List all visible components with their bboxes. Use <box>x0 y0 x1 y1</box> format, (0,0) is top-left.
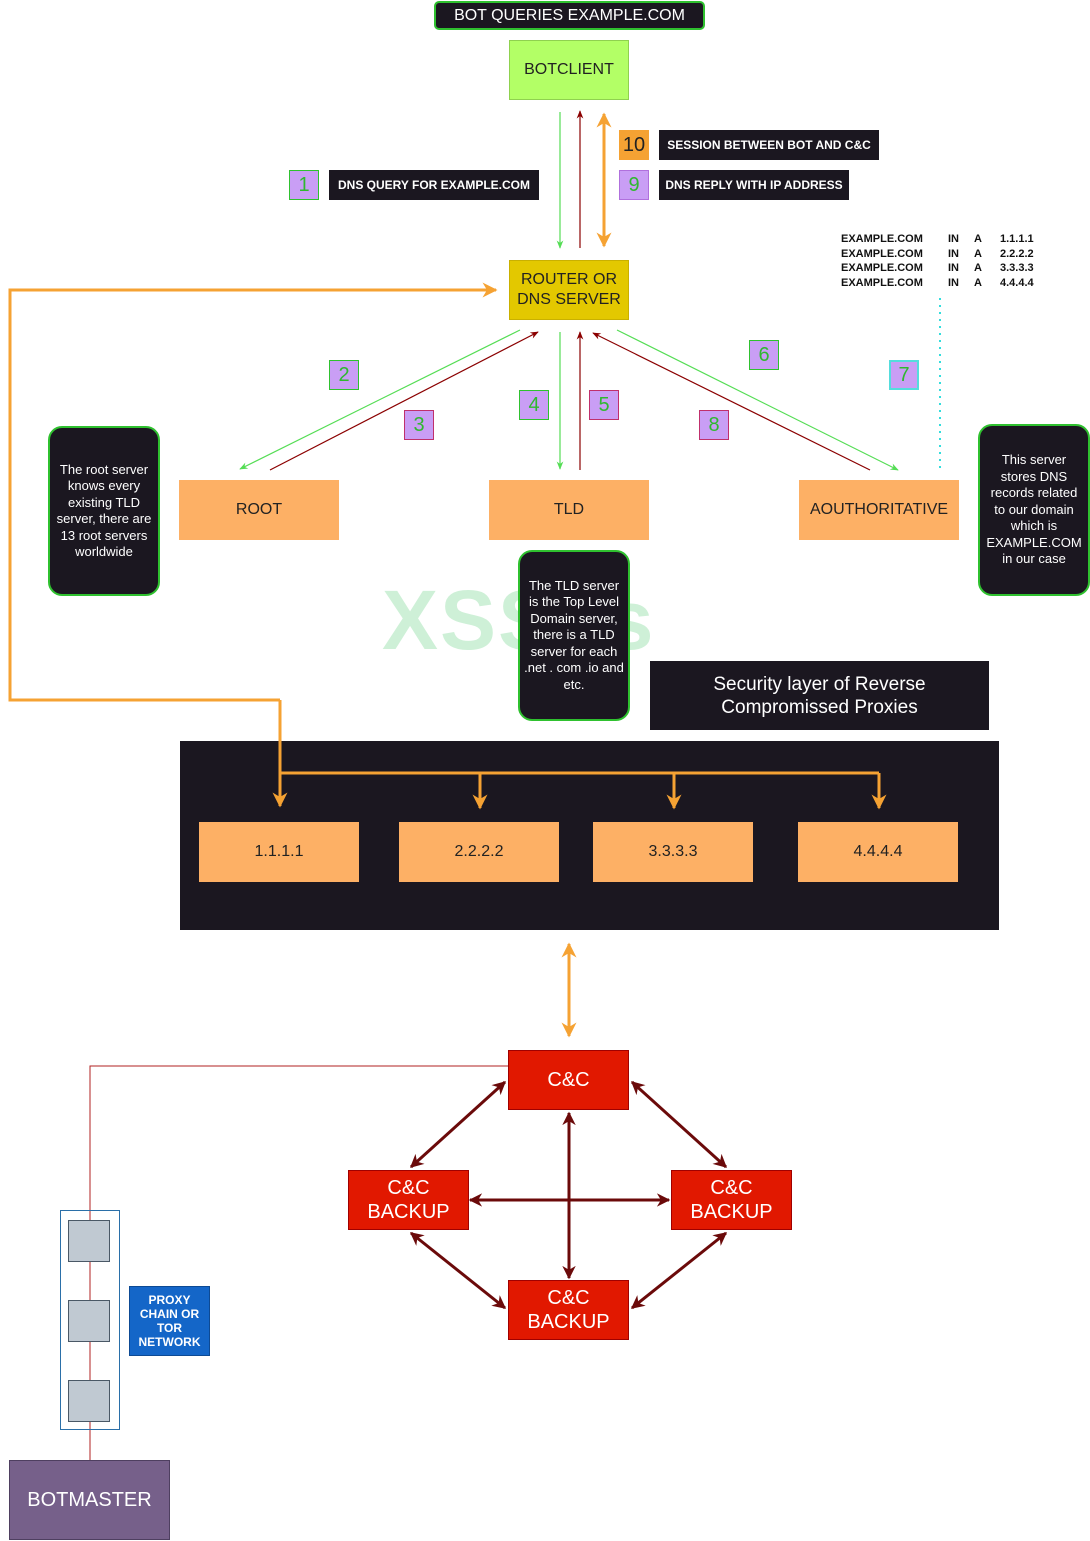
step-6-badge: 6 <box>749 340 779 370</box>
cc-backup-left-line2: BACKUP <box>367 1201 450 1223</box>
step-7-badge: 7 <box>889 360 919 390</box>
step-4-badge: 4 <box>519 390 549 420</box>
tld-server-note: The TLD server is the Top Level Domain s… <box>518 550 630 721</box>
step-1-label: DNS QUERY FOR EXAMPLE.COM <box>329 170 539 200</box>
cc-backup-left-line1: C&C <box>387 1177 430 1199</box>
tld-server-node: TLD <box>489 480 649 540</box>
step-9-badge: 9 <box>619 170 649 200</box>
arrow-cc-right <box>630 1080 728 1169</box>
step-2-badge: 2 <box>329 360 359 390</box>
proxy-node-2: 2.2.2.2 <box>399 822 559 882</box>
botmaster-chain-line <box>89 1065 508 1460</box>
arrow-right-bottom <box>630 1231 728 1310</box>
authoritative-server-note: This server stores DNS records related t… <box>978 424 1090 596</box>
cc-backup-right-line1: C&C <box>710 1177 753 1199</box>
cc-backup-bottom-line1: C&C <box>547 1287 590 1309</box>
arrow-left-bottom <box>409 1231 507 1310</box>
arrow-step3 <box>269 331 539 471</box>
step-9-label: DNS REPLY WITH IP ADDRESS <box>659 170 849 200</box>
step-3-badge: 3 <box>404 410 434 440</box>
proxy-node-1: 1.1.1.1 <box>199 822 359 882</box>
step-5-badge: 5 <box>589 390 619 420</box>
arrow-step2 <box>239 329 521 470</box>
authoritative-server-node: AOUTHORITATIVE <box>799 480 959 540</box>
security-layer-title: Security layer of Reverse Compromissed P… <box>650 661 989 730</box>
root-server-node: ROOT <box>179 480 339 540</box>
cc-backup-right-node: C&C BACKUP <box>671 1170 792 1230</box>
step-10-label: SESSION BETWEEN BOT AND C&C <box>659 130 879 160</box>
botmaster-node: BOTMASTER <box>9 1460 170 1540</box>
proxy-hop-1 <box>68 1220 110 1262</box>
root-server-note: The root server knows every existing TLD… <box>48 426 160 596</box>
step-8-badge: 8 <box>699 410 729 440</box>
cc-backup-bottom-node: C&C BACKUP <box>508 1280 629 1340</box>
arrow-cc-left <box>409 1080 507 1169</box>
proxy-hop-3 <box>68 1380 110 1422</box>
step-10-badge: 10 <box>619 130 649 160</box>
arrow-step6 <box>616 329 899 471</box>
arrow-step8 <box>592 332 871 471</box>
router-label-line2: DNS SERVER <box>517 291 621 308</box>
cc-backup-bottom-line2: BACKUP <box>527 1311 610 1333</box>
cc-backup-left-node: C&C BACKUP <box>348 1170 469 1230</box>
router-node: ROUTER OR DNS SERVER <box>509 260 629 320</box>
cc-backup-right-line2: BACKUP <box>690 1201 773 1223</box>
proxy-hop-2 <box>68 1300 110 1342</box>
diagram-title: BOT QUERIES EXAMPLE.COM <box>434 1 705 30</box>
proxy-node-4: 4.4.4.4 <box>798 822 958 882</box>
proxy-node-3: 3.3.3.3 <box>593 822 753 882</box>
step-1-badge: 1 <box>289 170 319 200</box>
cc-main-node: C&C <box>508 1050 629 1110</box>
router-label-line1: ROUTER OR <box>521 271 617 288</box>
proxy-chain-label: PROXY CHAIN OR TOR NETWORK <box>129 1286 210 1356</box>
botclient-node: BOTCLIENT <box>509 40 629 100</box>
arrow-proxy-to-router <box>8 282 498 702</box>
proxy-chain-container <box>60 1210 120 1430</box>
